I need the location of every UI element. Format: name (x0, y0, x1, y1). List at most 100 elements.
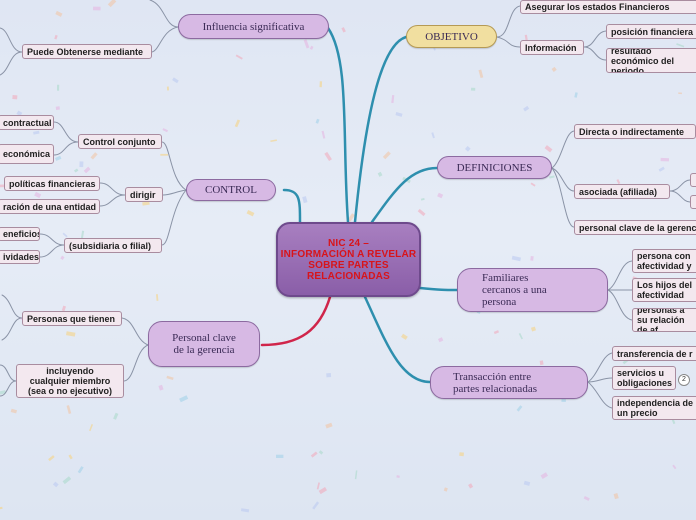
confetti-piece (377, 171, 383, 177)
sub-beneficios[interactable]: eneficios (0, 227, 40, 241)
sub-actividades[interactable]: ividades (0, 250, 40, 264)
confetti-piece (391, 94, 395, 104)
confetti-piece (270, 139, 277, 143)
confetti-piece (312, 501, 320, 510)
confetti-piece (354, 470, 358, 480)
confetti-piece (309, 45, 314, 50)
confetti-piece (62, 232, 68, 238)
sub-informacion[interactable]: Información (520, 40, 584, 55)
sub-transferencia[interactable]: transferencia de r (612, 346, 696, 361)
sub-label: independencia de un precio (617, 398, 694, 418)
confetti-piece (54, 34, 58, 40)
topic-label: Transacción entre partes relacionadas (453, 370, 537, 395)
topic-personal-clave[interactable]: Personal clave de la gerencia (148, 321, 260, 367)
confetti-piece (417, 208, 426, 217)
sub-personas-que-tienen[interactable]: Personas que tienen (22, 311, 122, 326)
confetti-piece (113, 412, 119, 420)
confetti-piece (158, 384, 164, 391)
sub-label: Control conjunto (83, 136, 156, 147)
sub-label: servicios u obligaciones (617, 368, 673, 388)
sub-label: (subsidiaria o filial) (69, 240, 152, 251)
topic-definiciones[interactable]: DEFINICIONES (437, 156, 552, 179)
sub-asociada-child-2[interactable] (690, 195, 696, 209)
confetti-piece (162, 128, 169, 133)
confetti-piece (341, 27, 346, 33)
confetti-piece (234, 119, 241, 128)
confetti-piece (459, 452, 464, 457)
confetti-piece (80, 230, 85, 240)
sub-posicion-financiera[interactable]: posición financiera (606, 24, 696, 39)
sub-asociada-afiliada[interactable]: asociada (afiliada) (574, 184, 670, 199)
confetti-piece (616, 179, 621, 185)
confetti-piece (530, 326, 536, 332)
confetti-piece (172, 77, 179, 84)
sub-contractual[interactable]: contractual (0, 115, 54, 130)
sub-personal-clave-gerencia[interactable]: personal clave de la gerencia (574, 220, 696, 235)
topic-objetivo[interactable]: OBJETIVO (406, 25, 497, 48)
central-topic[interactable]: NIC 24 – INFORMACIÓN A REVELAR SOBRE PAR… (276, 222, 421, 297)
sub-label: Asegurar los estados Financieros (525, 2, 670, 12)
confetti-piece (319, 81, 323, 88)
confetti-piece (166, 86, 170, 91)
link-center-definiciones (370, 166, 439, 224)
confetti-piece (672, 464, 677, 470)
confetti-piece (518, 332, 523, 340)
confetti-piece (325, 422, 333, 429)
confetti-piece (235, 54, 243, 60)
sub-label: contractual (3, 117, 52, 128)
collapsed-count-badge[interactable]: 2 (678, 374, 690, 386)
confetti-piece (318, 487, 327, 495)
confetti-piece (74, 168, 79, 173)
sub-label: asociada (afiliada) (579, 186, 658, 197)
sub-servicios-obligaciones[interactable]: servicios u obligaciones (612, 366, 676, 390)
confetti-piece (401, 333, 408, 340)
topic-label: CONTROL (205, 184, 257, 196)
sub-label: posición financiera (611, 26, 694, 37)
sub-label: eneficios (3, 229, 40, 239)
confetti-piece (561, 399, 566, 403)
confetti-piece (315, 118, 320, 124)
topic-control[interactable]: CONTROL (186, 179, 276, 201)
confetti-piece (523, 105, 530, 112)
confetti-piece (77, 466, 84, 474)
sub-puede-obtenerse[interactable]: Puede Obtenerse mediante (22, 44, 152, 59)
confetti-piece (10, 408, 18, 414)
confetti-piece (310, 451, 318, 458)
sub-control-conjunto[interactable]: Control conjunto (78, 134, 162, 149)
confetti-piece (12, 94, 18, 100)
sub-hijos-afectividad[interactable]: Los hijos del afectividad (632, 278, 696, 302)
sub-label: Directa o indirectamente (579, 126, 685, 137)
topic-transaccion-partes[interactable]: Transacción entre partes relacionadas (430, 366, 588, 399)
sub-subsidiaria-filial[interactable]: (subsidiaria o filial) (64, 238, 162, 253)
confetti-piece (62, 476, 72, 485)
confetti-piece (318, 450, 324, 455)
confetti-piece (551, 66, 557, 72)
confetti-piece (0, 184, 5, 188)
confetti-piece (66, 405, 72, 414)
sub-incluyendo-miembro[interactable]: incluyendo cualquier miembro (sea o no e… (16, 364, 124, 398)
central-topic-line2: INFORMACIÓN A REVELAR (280, 248, 417, 260)
sub-operacion-entidad[interactable]: ración de una entidad (0, 199, 100, 214)
sub-independencia-precio[interactable]: independencia de un precio (612, 396, 696, 420)
sub-personas-relacion[interactable]: personas a su relación de af (632, 308, 696, 332)
sub-persona-con-afectividad[interactable]: persona con afectividad y (632, 249, 696, 273)
confetti-piece (493, 330, 499, 335)
sub-asociada-child-1[interactable] (690, 173, 696, 187)
sub-resultado-economico[interactable]: resultado económico del periodo (606, 48, 696, 73)
topic-familiares-cercanos[interactable]: Familiares cercanos a una persona (457, 268, 608, 312)
sub-directa-indirectamente[interactable]: Directa o indirectamente (574, 124, 696, 139)
confetti-piece (524, 34, 528, 41)
sub-asegurar-estados[interactable]: Asegurar los estados Financieros (520, 0, 696, 14)
confetti-piece (470, 87, 476, 91)
sub-label: políticas financieras (9, 178, 96, 189)
confetti-piece (48, 455, 55, 462)
confetti-piece (52, 481, 59, 488)
sub-label: dirigir (130, 189, 156, 200)
sub-dirigir[interactable]: dirigir (125, 187, 163, 202)
sub-economica[interactable]: económica (0, 144, 54, 164)
confetti-piece (443, 487, 448, 492)
confetti-piece (66, 331, 76, 337)
sub-politicas-financieras[interactable]: políticas financieras (4, 176, 100, 191)
topic-influencia-significativa[interactable]: Influencia significativa (178, 14, 329, 39)
confetti-piece (530, 182, 536, 187)
